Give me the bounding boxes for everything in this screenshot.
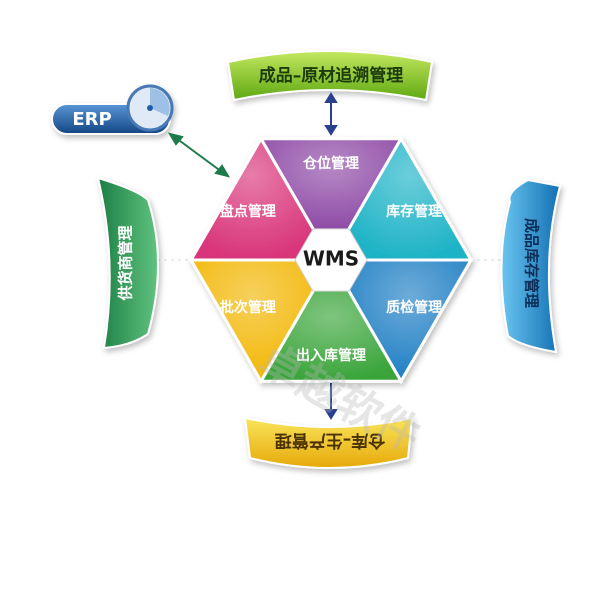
hex-segment-gloss	[348, 138, 471, 260]
bottom-banner-label: 仓库–生产管理	[275, 430, 387, 451]
hex-segment-label: 出入库管理	[296, 347, 366, 364]
hex-segment-label: 库存管理	[386, 203, 442, 220]
gauge-icon	[126, 84, 174, 132]
top-banner: 成品–原材追溯管理	[226, 50, 434, 102]
erp-badge: ERP	[51, 84, 174, 135]
top-arrow	[324, 92, 338, 136]
hex-segment-label: 盘点管理	[220, 203, 276, 220]
hex-segment-gloss	[261, 289, 401, 382]
hex-segment-label: 质检管理	[386, 299, 442, 316]
wms-center: WMS	[294, 228, 368, 292]
hex-segment-gloss	[261, 138, 401, 231]
bottom-banner: 仓库–生产管理	[243, 416, 414, 469]
left-panel: 供货商管理	[96, 176, 159, 350]
right-panel-label: 成品库存管理	[523, 218, 541, 308]
erp-label: ERP	[72, 109, 111, 130]
erp-wms-arrow	[167, 132, 231, 178]
left-panel-label: 供货商管理	[117, 225, 135, 301]
hex-segment-gloss	[348, 260, 471, 382]
hex-segment-gloss	[191, 260, 314, 382]
top-banner-label: 成品–原材追溯管理	[259, 65, 404, 86]
right-panel: 成品库存管理	[500, 178, 562, 354]
wms-center-label: WMS	[303, 247, 359, 271]
hex-segment-gloss	[191, 138, 314, 260]
hex-segment-label: 批次管理	[220, 299, 276, 316]
hex-segment-label: 仓位管理	[302, 155, 359, 172]
